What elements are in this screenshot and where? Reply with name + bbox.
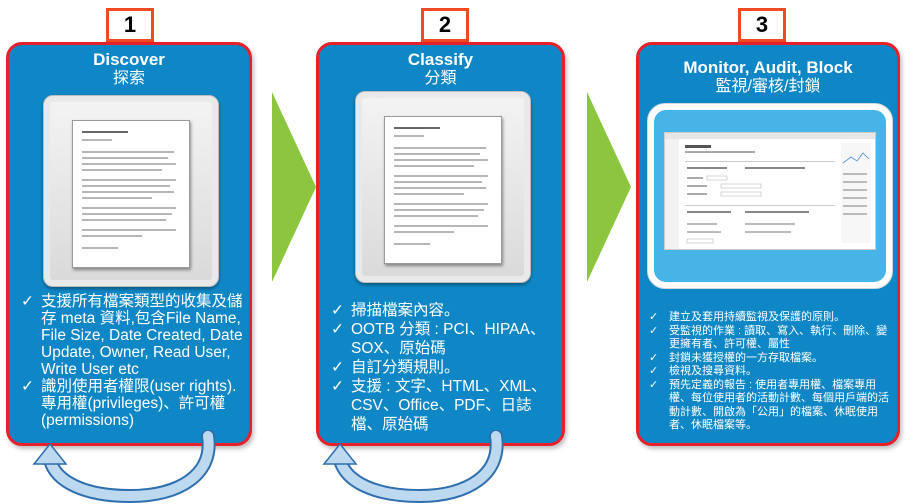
monitor-subtitle: 監視/審核/封鎖: [715, 78, 821, 95]
monitor-bullet-list: ✓建立及套用持續監視及保護的原則。 ✓受監視的作業 : 讀取、寫入、執行、刪除、…: [649, 311, 893, 433]
loop-back-arrow-1: [32, 430, 216, 504]
checkmark-icon: ✓: [649, 311, 659, 323]
checkmark-icon: ✓: [649, 324, 659, 337]
checkmark-icon: ✓: [649, 378, 659, 391]
list-item: ✓自訂分類規則。: [331, 359, 460, 376]
document-icon: [384, 116, 502, 264]
discover-bullet-list: ✓支援所有檔案類型的收集及儲存 meta 資料,包含File Name, Fil…: [21, 293, 249, 429]
list-item: ✓支援 : 文字、HTML、XML、CSV、Office、PDF、日誌檔、原始碼: [331, 378, 547, 433]
screenshot-frame: [647, 103, 893, 289]
checkmark-icon: ✓: [331, 378, 344, 395]
list-item: ✓檢視及搜尋資料。: [649, 365, 757, 377]
list-item: ✓掃描檔案內容。: [331, 302, 460, 319]
checkmark-icon: ✓: [649, 351, 659, 364]
step-number-1: 1: [106, 8, 154, 42]
classify-title: Classify: [407, 50, 474, 69]
checkmark-icon: ✓: [331, 321, 344, 338]
list-item: ✓建立及套用持續監視及保護的原則。: [649, 311, 845, 323]
document-icon-frame: [355, 91, 531, 283]
next-step-arrow-1: [272, 92, 316, 282]
checkmark-icon: ✓: [21, 378, 34, 395]
checkmark-icon: ✓: [331, 359, 344, 376]
checkmark-icon: ✓: [649, 365, 659, 377]
screenshot-backdrop: [654, 110, 886, 282]
discover-card: Discover 探索 ✓支援所有檔案類型的收集及儲存 meta 資料,包含Fi…: [6, 42, 252, 446]
list-item: ✓預先定義的報告 : 使用者專用權、檔案專用權、每位使用者的活動計數、每個用戶端…: [649, 378, 889, 432]
loop-back-arrow-2: [322, 430, 504, 504]
list-item: ✓支援所有檔案類型的收集及儲存 meta 資料,包含File Name, Fil…: [21, 293, 243, 378]
document-icon-frame: [43, 95, 219, 287]
monitor-title: Monitor, Audit, Block: [683, 58, 853, 77]
step-number-2: 2: [421, 8, 469, 42]
checkmark-icon: ✓: [21, 293, 34, 310]
discover-title: Discover: [93, 50, 165, 69]
classify-subtitle: 分類: [424, 70, 457, 87]
classify-card: Classify 分類 ✓掃描檔案內容。 ✓OOTB 分類 : PCI、HIPA…: [316, 42, 565, 446]
next-step-arrow-2: [587, 92, 631, 282]
document-icon: [72, 120, 190, 268]
monitor-screenshot-icon: [664, 132, 876, 250]
classify-bullet-list: ✓掃描檔案內容。 ✓OOTB 分類 : PCI、HIPAA、SOX、原始碼 ✓自…: [331, 301, 557, 434]
discover-subtitle: 探索: [112, 70, 145, 87]
monitor-card: Monitor, Audit, Block 監視/審核/封鎖: [636, 42, 900, 446]
list-item: ✓OOTB 分類 : PCI、HIPAA、SOX、原始碼: [331, 321, 546, 357]
checkmark-icon: ✓: [331, 302, 344, 319]
list-item: ✓識別使用者權限(user rights).專用權(privileges)、許可…: [21, 378, 237, 429]
step-number-3: 3: [738, 8, 786, 42]
list-item: ✓受監視的作業 : 讀取、寫入、執行、刪除、變更擁有者、許可權、屬性: [649, 324, 888, 351]
list-item: ✓封鎖未獲授權的一方存取檔案。: [649, 351, 823, 364]
